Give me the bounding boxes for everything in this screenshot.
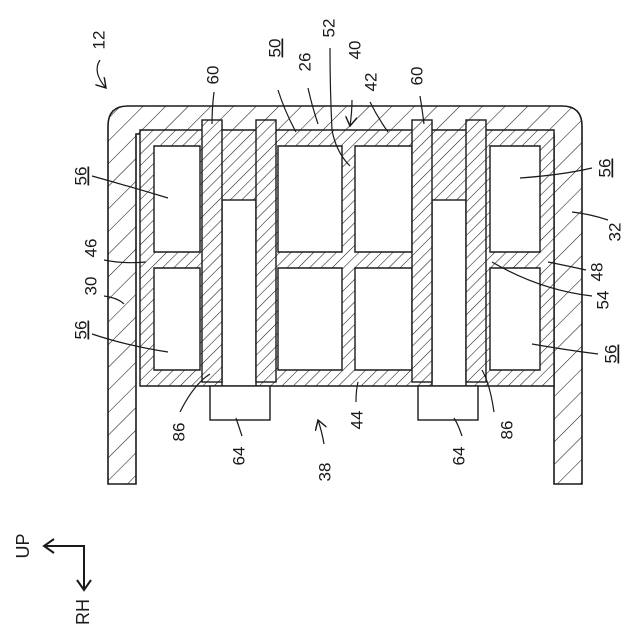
ref-56-bottom-left: 56 bbox=[71, 321, 90, 340]
ref-12: 12 bbox=[89, 31, 108, 50]
ref-42: 42 bbox=[361, 73, 380, 92]
ref-40: 40 bbox=[345, 41, 364, 60]
plate-60-a bbox=[202, 120, 222, 382]
axis-rh-label: RH bbox=[73, 599, 93, 625]
ref-30: 30 bbox=[81, 277, 100, 296]
ref-26: 26 bbox=[295, 53, 314, 72]
channel-right bbox=[432, 200, 466, 386]
ref-56-top-right: 56 bbox=[595, 159, 614, 178]
ref-32: 32 bbox=[605, 223, 624, 242]
ref-86-left: 86 bbox=[169, 423, 188, 442]
plate-60-c bbox=[412, 120, 432, 382]
ref-50: 50 bbox=[265, 39, 284, 58]
ref-38: 38 bbox=[315, 463, 334, 482]
ref-60-right: 60 bbox=[407, 67, 426, 86]
ref-60-left: 60 bbox=[203, 66, 222, 85]
plate-60-d bbox=[466, 120, 486, 382]
bracket-64-left bbox=[210, 386, 270, 420]
ref-52: 52 bbox=[319, 19, 338, 38]
plate-60-b bbox=[256, 120, 276, 382]
direction-indicator: UP RH bbox=[13, 533, 93, 625]
ref-56-top-left: 56 bbox=[71, 167, 90, 186]
axis-up-label: UP bbox=[13, 533, 33, 558]
ref-56-bottom-right: 56 bbox=[601, 345, 620, 364]
ref-48: 48 bbox=[587, 263, 606, 282]
channel-left bbox=[222, 200, 256, 386]
ref-54: 54 bbox=[593, 291, 612, 310]
bracket-64-right bbox=[418, 386, 478, 420]
ref-64-right: 64 bbox=[449, 447, 468, 466]
ref-64-left: 64 bbox=[229, 447, 248, 466]
ref-44: 44 bbox=[347, 411, 366, 430]
ref-46: 46 bbox=[81, 239, 100, 258]
ref-86-right: 86 bbox=[497, 421, 516, 440]
